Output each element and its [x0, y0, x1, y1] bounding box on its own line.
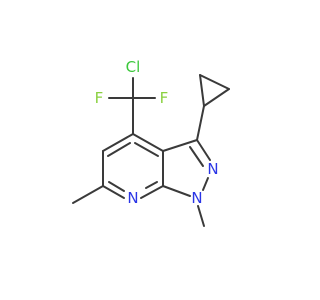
bond-c3a-c4-double [134, 142, 159, 157]
bond-c3-cyclopropyl [196, 105, 205, 141]
bond-c3a-c4 [132, 133, 164, 152]
atom-label-n-pyridine: N [127, 189, 138, 207]
bond-c6-n7 [102, 185, 125, 199]
molecule-structure: Cl F F N N N [72, 58, 230, 227]
atom-label-f-left: F [95, 89, 104, 107]
atom-label-cl: Cl [126, 58, 141, 76]
bond-c6-n7-double [108, 181, 125, 192]
atom-labels: Cl F F N N N [95, 58, 219, 207]
atom-label-n-pyrazole-1: N [191, 189, 202, 207]
bond-n1-c7a [162, 185, 191, 197]
bond-n1-methyl [197, 205, 205, 227]
bond-cp-c-a [203, 88, 230, 107]
bond-c3a-c3 [162, 139, 198, 152]
bond-c3-n2-double [189, 146, 204, 167]
atom-label-f-right: F [160, 89, 169, 107]
bond-c6-methyl [72, 185, 104, 204]
bond-c4-c5 [102, 133, 134, 152]
bond-cp-b-c [199, 74, 230, 90]
bond-n7-c7a [140, 185, 164, 199]
bond-cp-a-b [199, 74, 205, 107]
bonds [72, 74, 230, 227]
atom-label-n-pyrazole-2: N [207, 160, 218, 178]
bond-c4-c5-double [107, 142, 131, 157]
bond-n2-n1 [202, 177, 209, 191]
bond-c7a-n7-inner [145, 181, 158, 189]
bond-c3-n2 [196, 139, 211, 161]
